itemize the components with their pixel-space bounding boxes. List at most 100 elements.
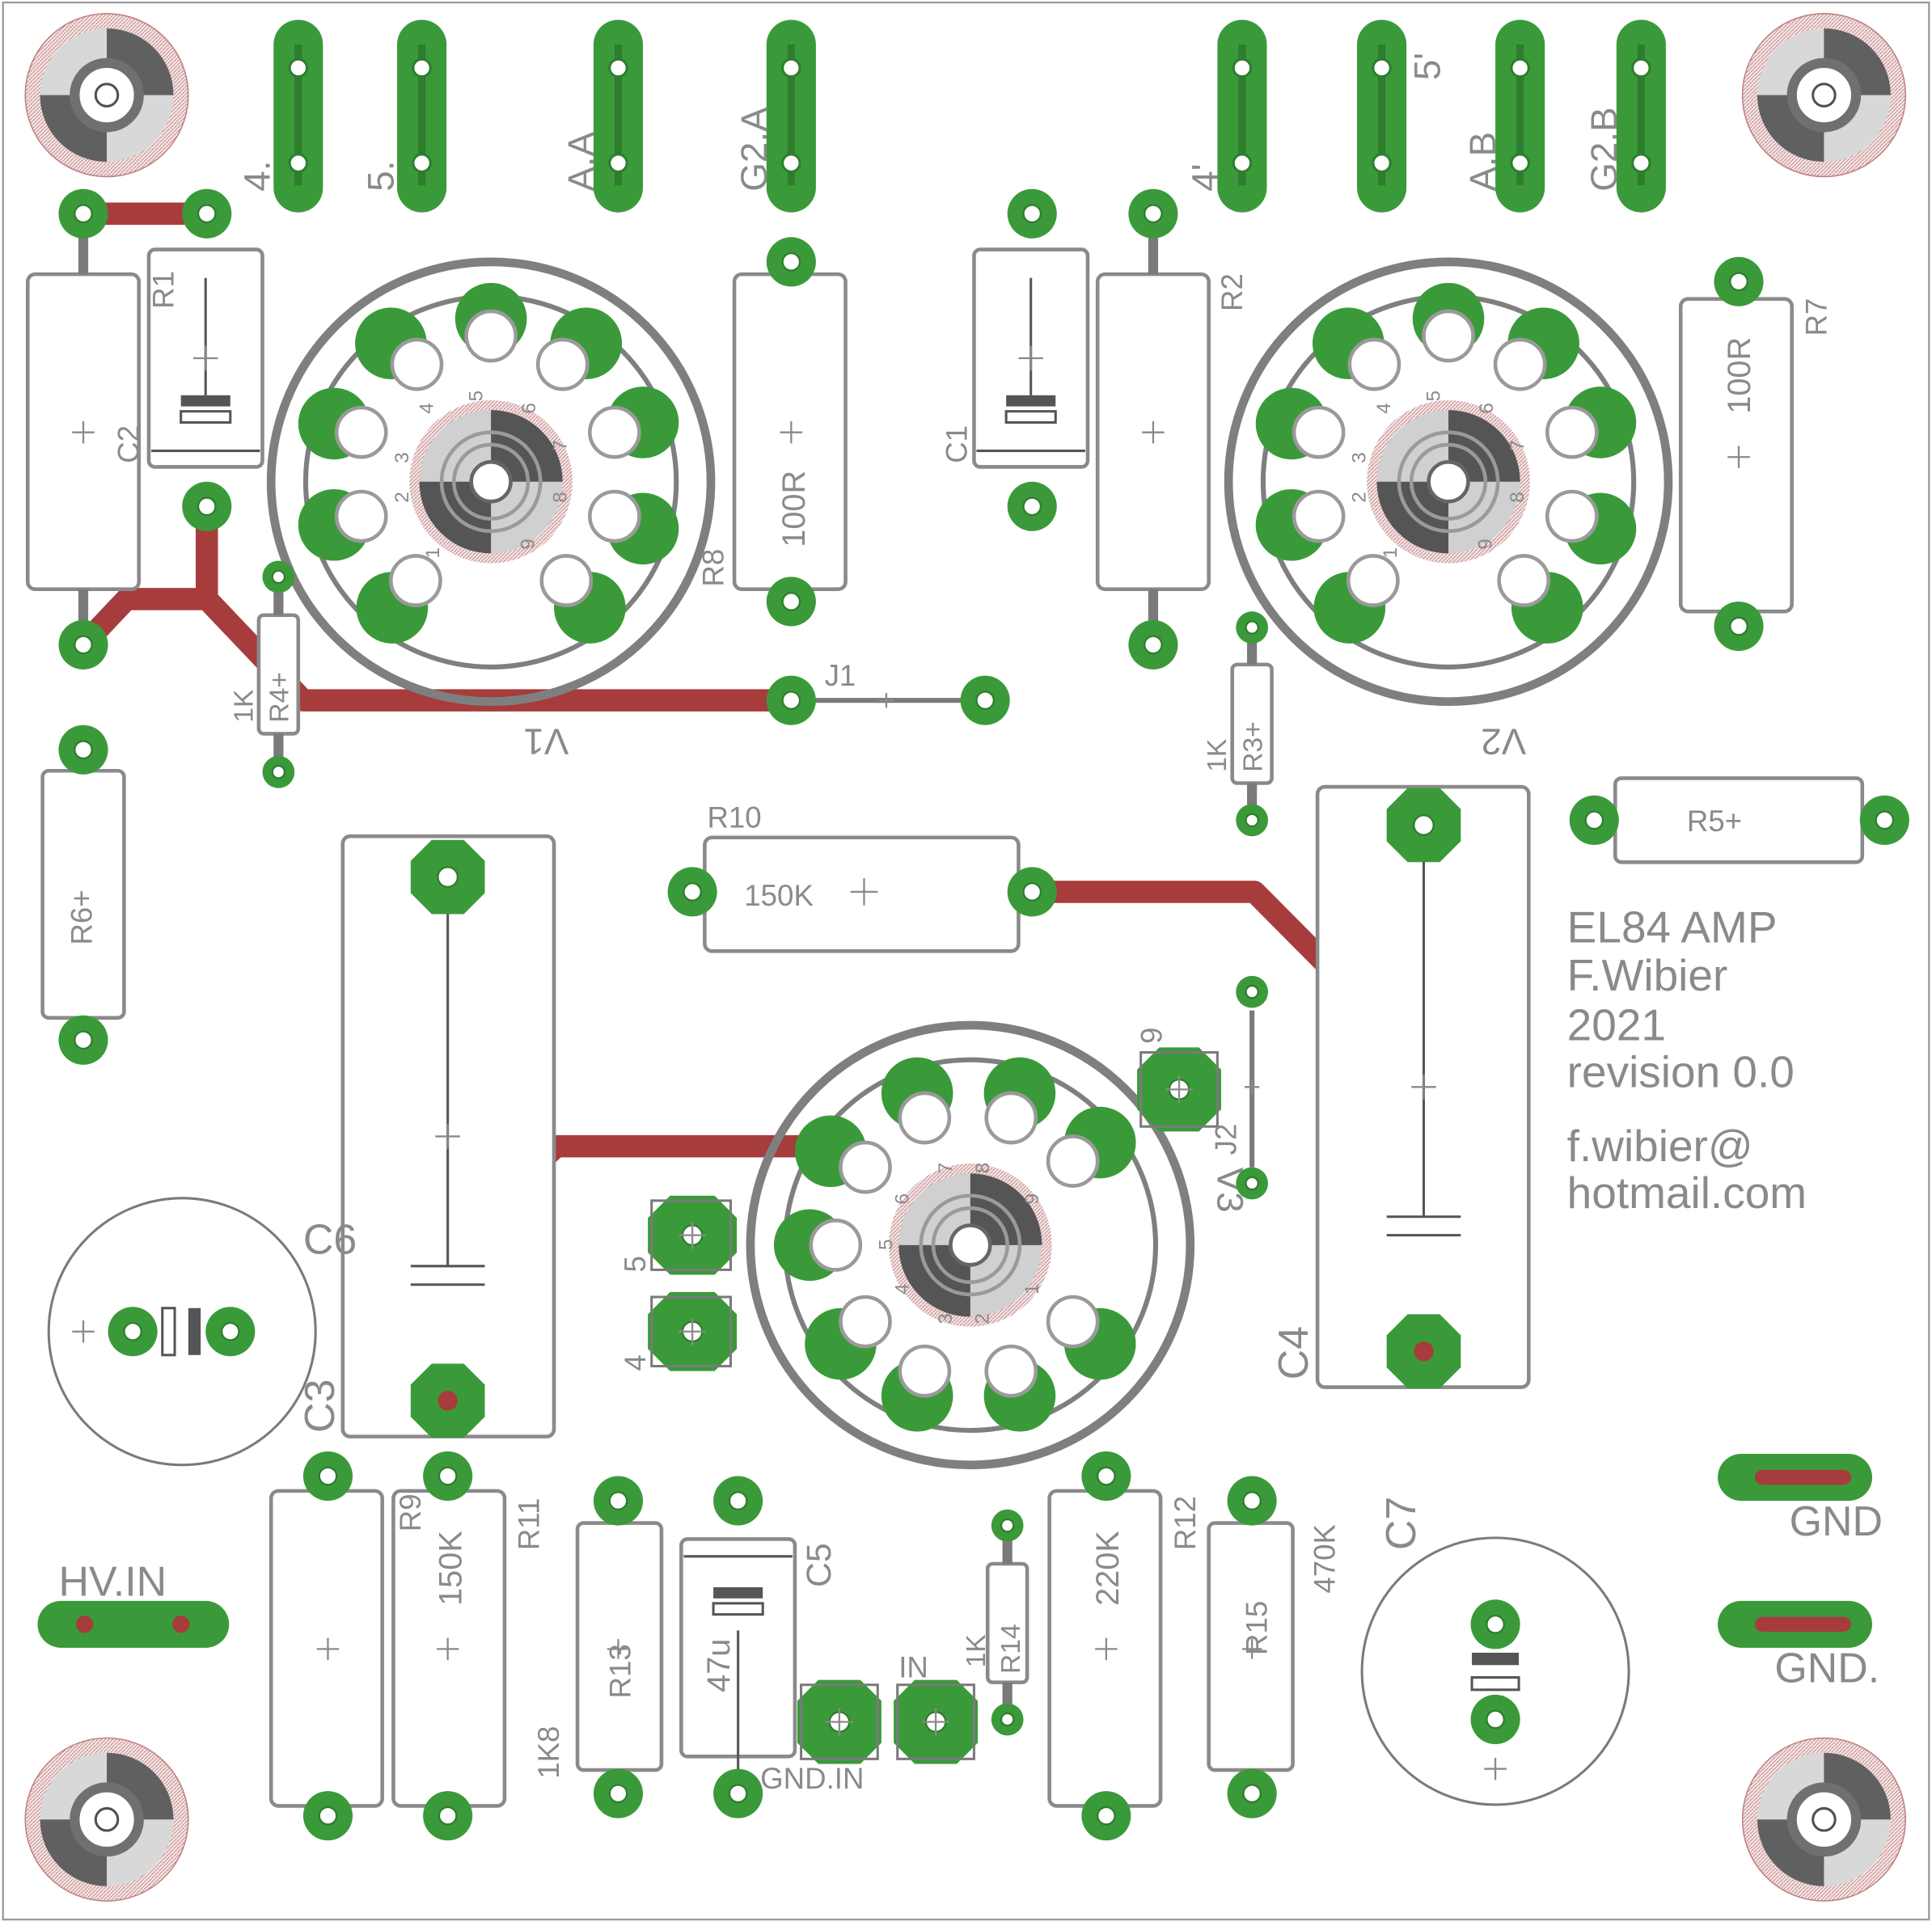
label-hv-in: HV.IN — [58, 1559, 167, 1606]
svg-text:5: 5 — [1423, 391, 1444, 402]
mounting-hole-bottom-left — [24, 1737, 189, 1902]
label-c1: C1 — [940, 425, 973, 463]
svg-text:7: 7 — [549, 440, 571, 451]
svg-text:1: 1 — [1380, 547, 1401, 559]
label-c4: C4 — [1270, 1326, 1317, 1379]
connector-pad-pair — [397, 19, 447, 213]
svg-text:1: 1 — [1021, 1283, 1043, 1295]
label-r12: R12 — [1169, 1496, 1202, 1550]
svg-text:3: 3 — [1349, 452, 1371, 463]
label-r1: R1 — [147, 271, 180, 309]
info-email-domain: hotmail.com — [1567, 1168, 1807, 1218]
label-r10: R10 — [707, 801, 761, 834]
info-author: F.Wibier — [1567, 950, 1728, 1000]
label-j2: J2 — [1209, 1124, 1242, 1155]
svg-text:3: 3 — [391, 452, 413, 463]
connector-pad-pair — [593, 19, 644, 213]
label-r15-value: 470K — [1308, 1523, 1341, 1593]
label-r5: R5+ — [1687, 805, 1742, 838]
svg-text:2: 2 — [972, 1313, 994, 1324]
connector-pad-pair — [273, 19, 323, 213]
svg-text:7: 7 — [1507, 440, 1528, 451]
tube-socket-v2 — [1224, 257, 1673, 707]
connector-label: G2.B — [1583, 107, 1625, 191]
svg-text:6: 6 — [891, 1193, 913, 1205]
svg-text:4: 4 — [891, 1283, 913, 1295]
mounting-hole-top-right — [1741, 13, 1907, 178]
label-r4-value: 1K — [229, 689, 259, 723]
svg-text:9: 9 — [1021, 1193, 1043, 1205]
svg-text:8: 8 — [549, 492, 571, 503]
board-info: EL84 AMP F.Wibier 2021 revision 0.0 f.wi… — [1567, 902, 1807, 1218]
label-r13: R13 — [604, 1644, 637, 1698]
svg-text:8: 8 — [972, 1163, 994, 1174]
label-gnd2: GND. — [1774, 1645, 1879, 1692]
svg-text:9: 9 — [518, 539, 539, 550]
label-c2: C2 — [112, 425, 146, 463]
info-email-user: f.wibier@ — [1567, 1121, 1753, 1171]
label-r7-value: 100R — [1722, 337, 1757, 414]
label-pin5: 5 — [619, 1256, 652, 1272]
mounting-hole-bottom-right — [1741, 1737, 1907, 1902]
info-title: EL84 AMP — [1567, 902, 1778, 953]
svg-text:4: 4 — [1373, 403, 1395, 414]
label-c3: C3 — [297, 1379, 344, 1433]
tube-pin-numbers-v1: 1 2 3 4 5 6 7 8 9 — [391, 391, 572, 559]
label-r14: R14 — [996, 1624, 1026, 1674]
label-r2: R2 — [1215, 273, 1249, 311]
label-r11: R11 — [513, 1498, 546, 1551]
label-pin4: 4 — [619, 1354, 652, 1371]
label-c6: C6 — [303, 1217, 357, 1264]
connector-pad-pair — [1616, 19, 1666, 213]
tube-socket-v3 — [746, 1020, 1195, 1470]
svg-text:9: 9 — [1475, 539, 1497, 550]
tube-pin-numbers-v3: 1 2 3 4 5 6 7 8 9 — [876, 1163, 1043, 1324]
label-r3-value: 1K — [1203, 738, 1232, 772]
label-r15: R15 — [1240, 1601, 1273, 1655]
label-c5-value: 47u — [701, 1639, 737, 1692]
label-r14-value: 1K — [962, 1634, 991, 1668]
svg-text:2: 2 — [1349, 492, 1371, 503]
svg-text:5: 5 — [465, 391, 487, 402]
svg-text:6: 6 — [518, 403, 540, 414]
svg-text:1: 1 — [422, 547, 444, 559]
label-r9: R9 — [394, 1493, 427, 1531]
connector-label: 5. — [360, 161, 401, 192]
connector-label: A.A — [560, 131, 602, 191]
connector-label: 4' — [1184, 164, 1225, 192]
component-labels: R1 C2 R8 100R C1 R2 R7 100R 1K R4+ 1K R3… — [58, 271, 1883, 1795]
connector-label: G2.A — [733, 107, 775, 192]
svg-text:6: 6 — [1476, 403, 1498, 414]
connector-pad-pair — [1217, 19, 1267, 213]
svg-text:4: 4 — [416, 403, 438, 414]
label-pin9: 9 — [1135, 1027, 1169, 1043]
label-r4: R4+ — [265, 672, 295, 723]
tube-socket-v1 — [266, 257, 716, 707]
label-r7: R7 — [1799, 298, 1833, 336]
label-r8: R8 — [696, 549, 729, 587]
label-c5: C5 — [800, 1543, 839, 1587]
mounting-hole-top-left — [24, 13, 189, 178]
label-gnd-in: GND.IN — [760, 1762, 864, 1795]
svg-text:7: 7 — [935, 1163, 957, 1174]
label-in: IN — [898, 1651, 928, 1684]
label-c7: C7 — [1378, 1497, 1425, 1550]
label-r3: R3+ — [1238, 721, 1268, 772]
c6-electrolytic — [47, 1197, 317, 1467]
svg-text:8: 8 — [1507, 492, 1528, 503]
label-j1: J1 — [825, 659, 856, 692]
label-r8-value: 100R — [776, 471, 812, 547]
label-r11-value: 150K — [433, 1531, 468, 1606]
label-v2: V2 — [1481, 720, 1526, 762]
trace — [196, 588, 803, 712]
connector-pad-pair — [1495, 19, 1545, 213]
tube-pin-numbers-v2: 1 2 3 4 5 6 7 8 9 — [1349, 391, 1529, 559]
connector-label: A.B — [1462, 132, 1503, 192]
svg-text:2: 2 — [391, 492, 413, 503]
label-r6: R6+ — [66, 889, 99, 944]
connector-label: 5' — [1406, 53, 1448, 80]
label-v1: V1 — [523, 720, 569, 762]
label-gnd: GND — [1790, 1498, 1883, 1545]
label-r13-value: 1K8 — [532, 1726, 565, 1779]
